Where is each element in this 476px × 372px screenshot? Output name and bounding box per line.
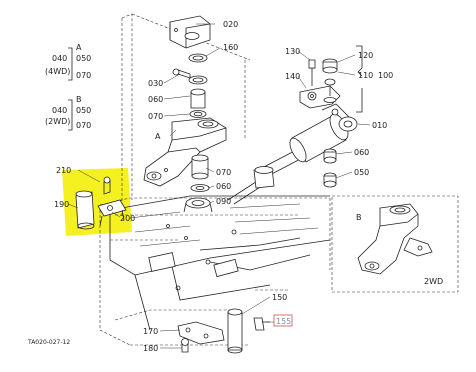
- label-060b: 060: [216, 182, 231, 191]
- variant-key-b: B 040 050 (2WD) 070: [45, 95, 91, 130]
- label-090: 090: [216, 197, 231, 206]
- lower-bushings: [183, 154, 213, 213]
- label-070b: 070: [216, 168, 231, 177]
- pivot-bushings: [172, 53, 208, 118]
- variant-brackets: [68, 45, 363, 131]
- label-050: 050: [354, 168, 369, 177]
- label-100: 100: [378, 71, 393, 80]
- label-210: 210: [56, 166, 71, 175]
- label-155: 155: [276, 317, 291, 326]
- key-a-variant: (4WD): [45, 67, 70, 76]
- leader-lines: [67, 23, 371, 349]
- callout-155[interactable]: 155: [273, 314, 293, 327]
- label-170: 170: [143, 327, 158, 336]
- inset-letter: B: [356, 213, 362, 222]
- label-060c: 060: [354, 148, 369, 157]
- steering-cylinder: [261, 103, 358, 188]
- bubble-a-letter: A: [155, 132, 161, 141]
- label-110: 110: [358, 71, 373, 80]
- inset-2wd: [331, 195, 459, 293]
- label-190: 190: [54, 200, 69, 209]
- key-b-variant: (2WD): [45, 117, 70, 126]
- variant-key-a: A 040 050 (4WD) 070: [45, 43, 91, 80]
- ball-joint-assembly: [299, 58, 341, 109]
- bubble-a: A: [155, 132, 161, 141]
- label-120: 120: [358, 51, 373, 60]
- label-180: 180: [143, 344, 158, 353]
- label-010: 010: [372, 121, 387, 130]
- knuckle-arm: [143, 117, 227, 187]
- lower-post-assembly: [177, 308, 270, 354]
- label-030: 030: [148, 79, 163, 88]
- rod-end: [227, 166, 275, 205]
- key-b-left: 040: [52, 106, 67, 115]
- key-a-letter: A: [76, 43, 82, 52]
- key-a-left: 040: [52, 54, 67, 63]
- label-150: 150: [272, 293, 287, 302]
- label-020: 020: [223, 20, 238, 29]
- key-a-bottom: 070: [76, 71, 91, 80]
- reference-code: TA020-027-12: [27, 339, 70, 346]
- key-a-right: 050: [76, 54, 91, 63]
- label-140: 140: [285, 72, 300, 81]
- label-160: 160: [223, 43, 238, 52]
- chassis-frame: [109, 195, 331, 331]
- label-070a: 070: [148, 112, 163, 121]
- label-060a: 060: [148, 95, 163, 104]
- inset-caption: 2WD: [424, 277, 443, 286]
- label-200: 200: [120, 214, 135, 223]
- label-130: 130: [285, 47, 300, 56]
- bracket-020: [169, 15, 211, 49]
- pin-assembly-190-200-210: [75, 176, 127, 230]
- frame-outline: [99, 13, 331, 346]
- key-b-bottom: 070: [76, 121, 91, 130]
- key-b-right: 050: [76, 106, 91, 115]
- key-b-letter: B: [76, 95, 82, 104]
- part-labels: 020 160 030 060 070 070 060 090 130 140 …: [54, 20, 393, 353]
